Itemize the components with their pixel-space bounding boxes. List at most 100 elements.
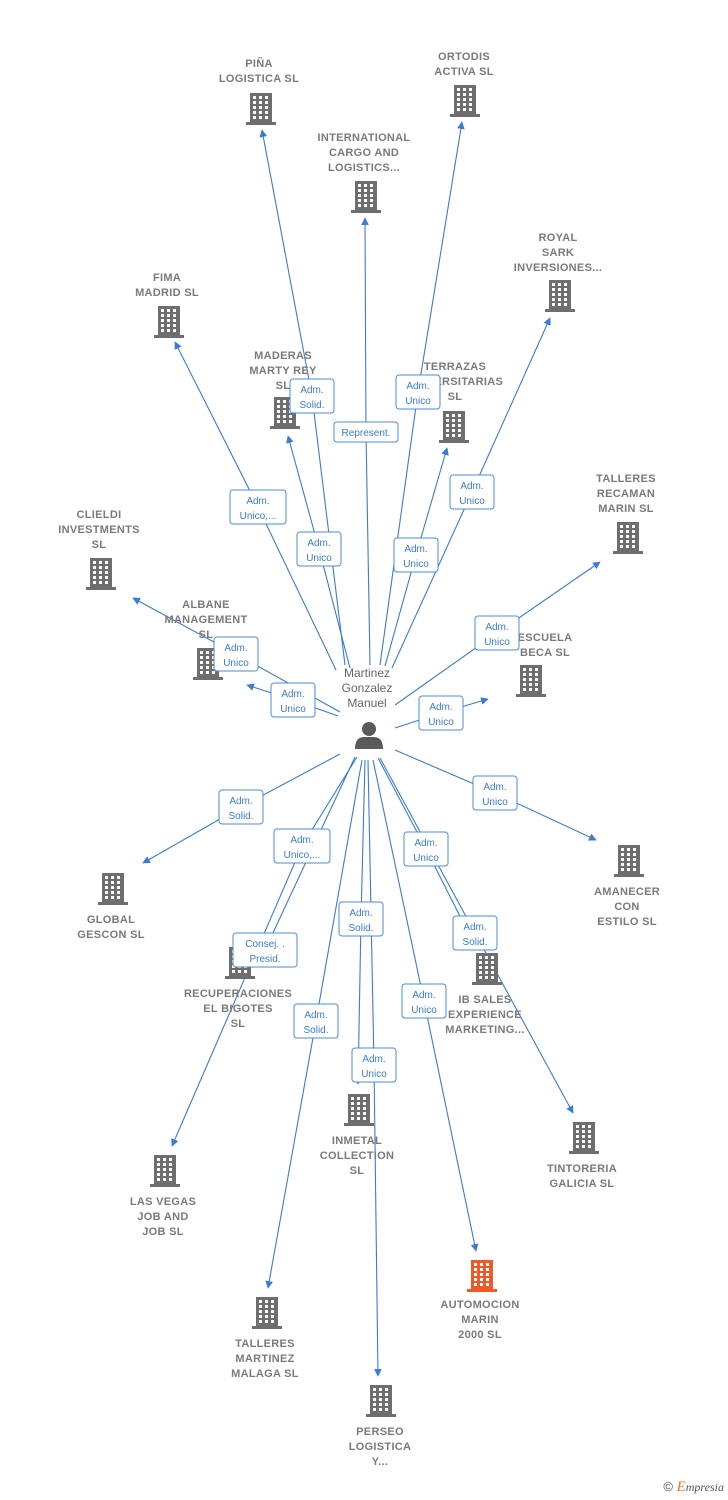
role-badge-amanecer[interactable]: Adm.Unico xyxy=(472,775,518,811)
role-badge-albane[interactable]: Adm.Unico xyxy=(270,682,316,718)
company-label-line: TALLERES xyxy=(235,1338,295,1350)
role-text: Adm. xyxy=(229,796,252,807)
role-text: Adm. xyxy=(460,481,483,492)
building-icon-pina[interactable] xyxy=(246,93,276,125)
role-text: Unico xyxy=(459,496,485,507)
building-icon-fima[interactable] xyxy=(154,306,184,338)
building-icon-ib_sales[interactable] xyxy=(472,953,502,985)
role-badge-global[interactable]: Adm.Solid. xyxy=(218,789,264,825)
role-text: Adm. xyxy=(483,782,506,793)
company-label-line: JOB SL xyxy=(142,1226,184,1238)
company-label-line: IB SALES xyxy=(458,994,511,1006)
role-badge-terrazas[interactable]: Adm.Unico xyxy=(393,537,439,573)
role-badge-las_vegas[interactable]: Adm. Unico,... xyxy=(273,828,331,864)
building-icon-perseo[interactable] xyxy=(366,1385,396,1417)
company-label-line: EL BIGOTES xyxy=(203,1003,272,1015)
building-icon-escuela[interactable] xyxy=(516,665,546,697)
role-text: Adm. xyxy=(485,622,508,633)
building-icon-talleres_recaman[interactable] xyxy=(613,522,643,554)
company-label-line: MARIN xyxy=(461,1314,499,1326)
company-label-line: FIMA xyxy=(153,272,181,284)
role-text: Solid. xyxy=(348,923,373,934)
role-badge-fima[interactable]: Adm.Unico,... xyxy=(229,489,287,525)
building-icon-terrazas[interactable] xyxy=(439,411,469,443)
footer-brand: © Empresia xyxy=(663,1479,724,1496)
company-label-line: ACTIVA SL xyxy=(434,66,494,78)
role-text: Adm. xyxy=(429,702,452,713)
role-text: Adm. xyxy=(404,544,427,555)
building-icon-intl_cargo[interactable] xyxy=(351,181,381,213)
role-badge-talleres_recaman[interactable]: Adm.Unico xyxy=(474,615,520,651)
company-label-ortodis[interactable]: ORTODIS ACTIVA SL xyxy=(434,51,494,78)
role-badge-intl_cargo[interactable]: Represent. xyxy=(333,421,399,443)
role-badge-talleres_martinez[interactable]: Adm.Solid. xyxy=(293,1003,339,1039)
role-badge-escuela[interactable]: Adm.Unico xyxy=(418,695,464,731)
role-badge-recuperaciones[interactable]: Consej. .Presid. xyxy=(232,932,298,968)
company-label-line: SL xyxy=(199,629,214,641)
building-icon-tintoreria[interactable] xyxy=(569,1122,599,1154)
role-badge-tintoreria[interactable]: Adm.Solid. xyxy=(452,915,498,951)
role-text: Adm. xyxy=(246,496,269,507)
copyright-symbol: © xyxy=(663,1479,673,1494)
role-text: Presid. xyxy=(249,954,280,965)
company-label-line: EXPERIENCE xyxy=(448,1009,522,1021)
role-badge-royal[interactable]: Adm. Unico xyxy=(449,474,495,510)
role-text: Adm. xyxy=(406,381,429,392)
role-badge-pina[interactable]: Adm.Solid. xyxy=(289,378,335,414)
role-text: Adm. xyxy=(349,908,372,919)
company-label-line: SL xyxy=(350,1165,365,1177)
role-badge-maderas[interactable]: Adm.Unico xyxy=(296,531,342,567)
role-badge-perseo[interactable]: Adm.Unico xyxy=(351,1047,397,1083)
building-icon-global[interactable] xyxy=(98,873,128,905)
company-label-line: ORTODIS xyxy=(438,51,490,63)
role-text: Adm. xyxy=(412,990,435,1001)
building-icon-las_vegas[interactable] xyxy=(150,1155,180,1187)
role-text: Adm. xyxy=(304,1010,327,1021)
building-icon-ortodis[interactable] xyxy=(450,85,480,117)
company-label-line: MARTINEZ xyxy=(235,1353,294,1365)
role-badge-clieldi[interactable]: Adm.Unico xyxy=(213,636,259,672)
building-icon-royal[interactable] xyxy=(545,280,575,312)
building-icon-automocion[interactable] xyxy=(467,1260,497,1292)
role-text: Represent. xyxy=(342,428,391,439)
company-label-line: TERRAZAS xyxy=(424,361,486,373)
role-badge-ib_sales[interactable]: Adm.Unico xyxy=(403,831,449,867)
role-badge-automocion[interactable]: Adm.Unico xyxy=(401,983,447,1019)
building-icon-clieldi[interactable] xyxy=(86,558,116,590)
role-text: Unico,... xyxy=(284,850,321,861)
building-icon-talleres_martinez[interactable] xyxy=(252,1297,282,1329)
role-text: Adm. xyxy=(281,689,304,700)
person-name-line: Martinez xyxy=(344,666,390,680)
person-icon[interactable] xyxy=(355,722,383,749)
person-name-line: Gonzalez xyxy=(342,681,393,695)
role-text: Adm. xyxy=(290,835,313,846)
role-text: Adm. xyxy=(224,643,247,654)
role-text: Adm. xyxy=(307,538,330,549)
role-badge-ortodis[interactable]: Adm.Unico xyxy=(395,374,441,410)
company-label-line: INVESTMENTS xyxy=(58,524,140,536)
company-label-line: CARGO AND xyxy=(329,147,399,159)
building-icon-amanecer[interactable] xyxy=(614,845,644,877)
role-badge-inmetal[interactable]: Adm. Solid. xyxy=(338,901,384,937)
building-icon-inmetal[interactable] xyxy=(344,1094,374,1126)
